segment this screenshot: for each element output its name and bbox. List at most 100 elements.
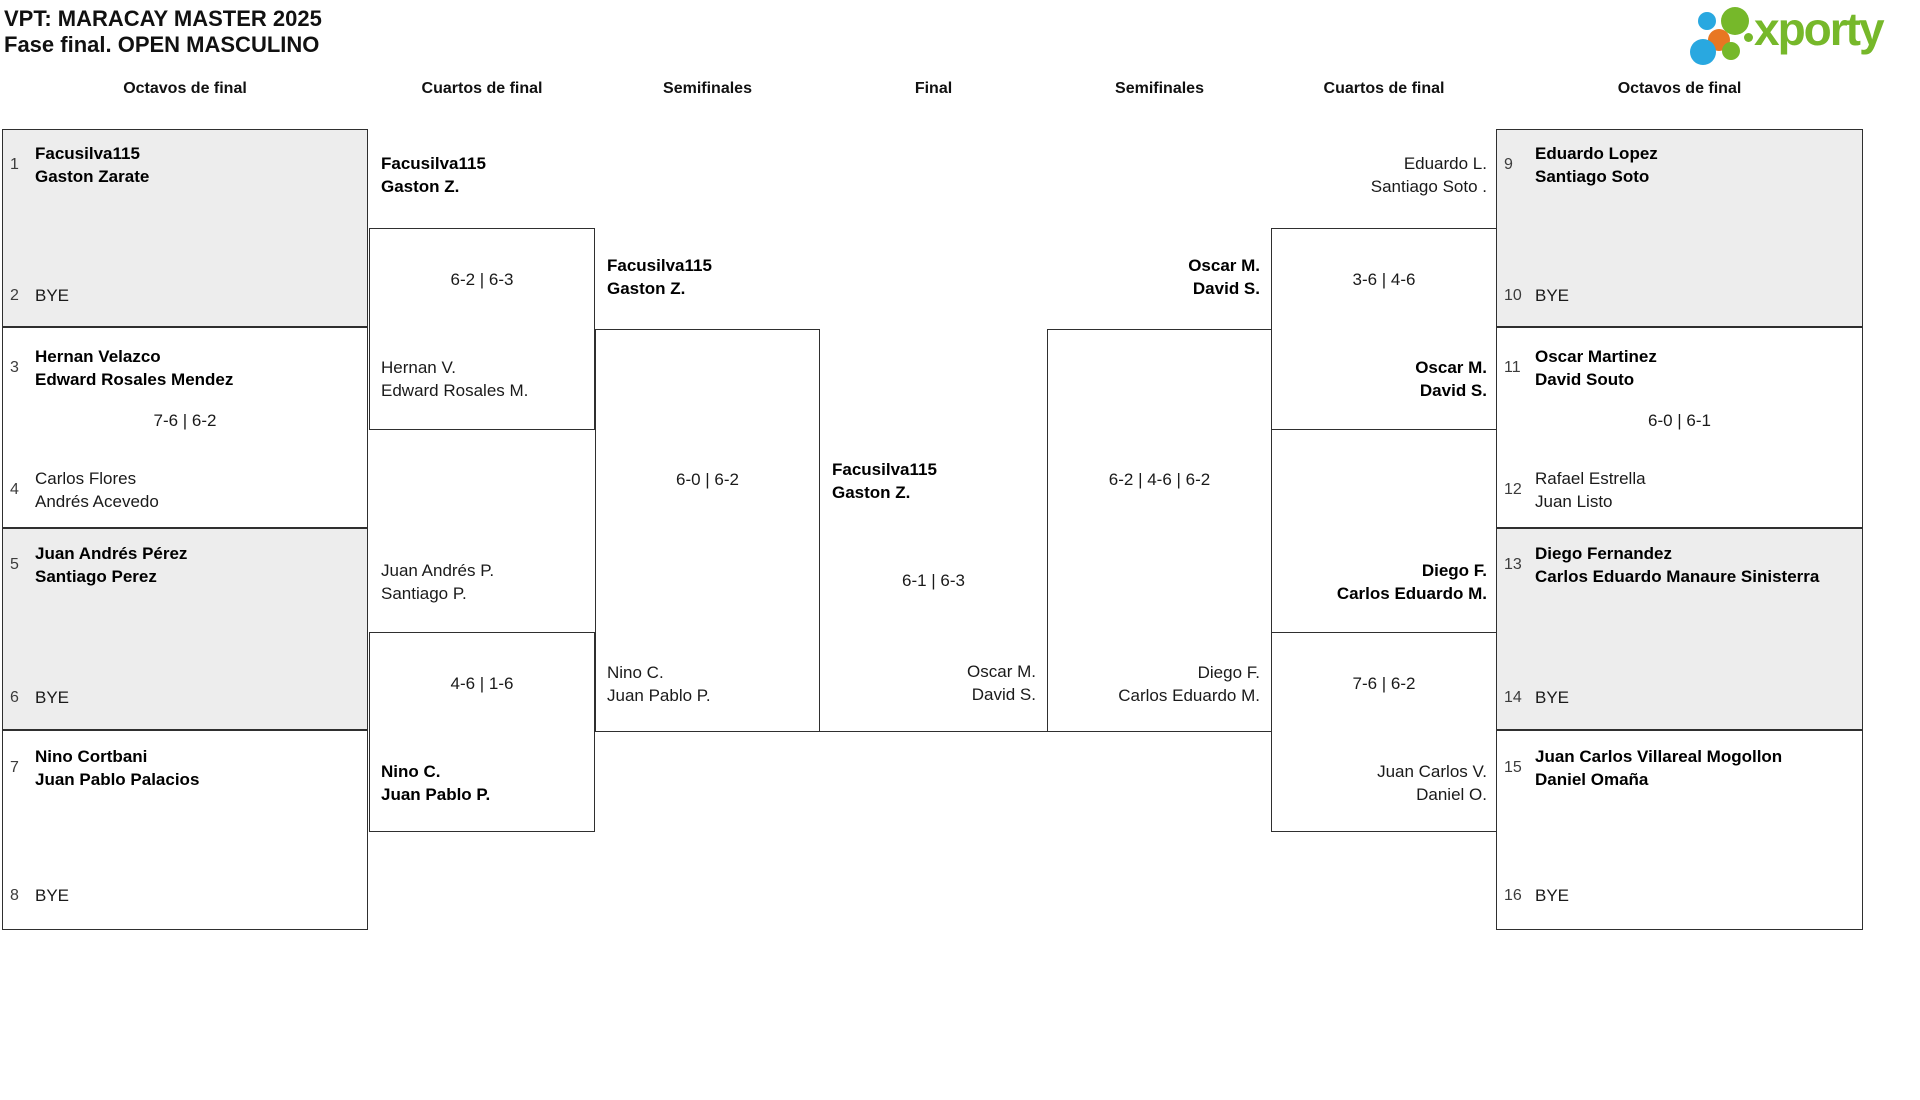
round-header-cuartos-left: Cuartos de final	[421, 80, 543, 97]
team-name: David Souto	[1535, 370, 1635, 389]
team-name: Facusilva115	[381, 154, 486, 173]
team-name: Oscar Martinez	[1535, 347, 1657, 366]
team-name: Hernan V.	[381, 358, 456, 377]
team-name: Gaston Z.	[607, 279, 686, 298]
seed-number: 7	[10, 759, 19, 776]
team-name: Juan Pablo P.	[381, 785, 491, 804]
seed-number: 11	[1504, 359, 1521, 376]
team-entry-seed-16: 16 BYE	[1504, 884, 1569, 907]
team-entry-seed-14: 14 BYE	[1504, 686, 1569, 709]
team-name: BYE	[35, 688, 70, 707]
match-score-qf-right-1: 3-6 | 4-6	[1352, 270, 1416, 289]
match-box-qf-left-2	[369, 632, 595, 832]
team-name: BYE	[1535, 286, 1570, 305]
team-name: Gaston Zarate	[35, 167, 150, 186]
seed-number: 1	[10, 156, 19, 173]
logo-dot-blue-small	[1698, 12, 1716, 30]
seed-number: 2	[10, 286, 19, 304]
match-box-r16-left-4	[2, 730, 368, 930]
seed-number: 16	[1504, 886, 1522, 904]
logo-dot-green-small	[1722, 42, 1740, 60]
round-header-semis-left: Semifinales	[663, 80, 752, 97]
seed-number: 9	[1504, 156, 1513, 173]
team-label-qf-right-2-top: Diego F. Carlos Eduardo M.	[1257, 559, 1487, 605]
team-name: Nino Cortbani	[35, 747, 148, 766]
team-name: Daniel Omaña	[1535, 770, 1649, 789]
round-header-octavos-right: Octavos de final	[1617, 80, 1742, 97]
team-name: Facusilva115	[607, 256, 712, 275]
team-name: Facusilva115	[35, 144, 140, 163]
team-name: Nino C.	[607, 663, 664, 682]
round-header-semis-right: Semifinales	[1115, 80, 1204, 97]
team-label-sf-left-top: Facusilva115 Gaston Z.	[607, 254, 712, 300]
team-name: Rafael Estrella	[1535, 469, 1646, 488]
match-box-sf-right	[1047, 329, 1272, 732]
team-label-sf-left-bottom: Nino C. Juan Pablo P.	[607, 661, 711, 707]
logo-dot-blue-large	[1690, 39, 1716, 65]
team-name: Edward Rosales Mendez	[35, 370, 234, 389]
team-label-qf-left-1-top: Facusilva115 Gaston Z.	[381, 152, 486, 198]
team-entry-seed-6: 6 BYE	[10, 686, 69, 709]
match-box-r16-left-2	[2, 327, 368, 528]
team-name: Carlos Eduardo M.	[1118, 686, 1260, 705]
logo-dot-green-tiny	[1744, 33, 1753, 42]
team-label-qf-right-2-bottom: Juan Carlos V. Daniel O.	[1257, 760, 1487, 806]
seed-number: 15	[1504, 759, 1522, 776]
team-name: Oscar M.	[1415, 358, 1487, 377]
team-label-sf-right-bottom: Diego F. Carlos Eduardo M.	[1040, 661, 1260, 707]
seed-number: 3	[10, 359, 19, 376]
seed-number: 6	[10, 688, 19, 706]
team-name: Santiago P.	[381, 584, 467, 603]
match-score-qf-left-2: 4-6 | 1-6	[450, 674, 514, 693]
seed-number: 14	[1504, 688, 1522, 706]
team-name: Facusilva115	[832, 460, 937, 479]
team-name: David S.	[1192, 279, 1260, 298]
team-name: Gaston Z.	[832, 483, 911, 502]
match-score-sf-right: 6-2 | 4-6 | 6-2	[1108, 470, 1211, 489]
team-name: Gaston Z.	[381, 177, 460, 196]
team-name: Juan Carlos Villareal Mogollon	[1535, 747, 1783, 766]
team-name: Eduardo Lopez	[1535, 144, 1658, 163]
team-name: Diego F.	[1421, 561, 1487, 580]
team-name: Hernan Velazco	[35, 347, 161, 366]
team-name: Santiago Perez	[35, 567, 157, 586]
final-baseline	[820, 731, 1047, 732]
match-score-qf-right-2: 7-6 | 6-2	[1352, 674, 1416, 693]
match-score-r16-left-2: 7-6 | 6-2	[153, 411, 217, 430]
team-name: Juan Andrés P.	[381, 561, 495, 580]
team-name: Juan Listo	[1535, 492, 1613, 511]
team-name: Santiago Soto	[1535, 167, 1650, 186]
round-header-final: Final	[914, 80, 953, 97]
seed-number: 8	[10, 886, 19, 904]
team-name: Juan Carlos V.	[1377, 762, 1487, 781]
team-name: Oscar M.	[967, 662, 1036, 681]
match-score-r16-right-2: 6-0 | 6-1	[1647, 411, 1711, 430]
team-name: Carlos Eduardo M.	[1336, 584, 1487, 603]
team-name: BYE	[35, 286, 70, 305]
team-label-qf-left-2-bottom: Nino C. Juan Pablo P.	[381, 760, 490, 806]
match-box-r16-right-2	[1496, 327, 1863, 528]
team-label-qf-right-1-bottom: Oscar M. David S.	[1257, 356, 1487, 402]
team-name: Santiago Soto .	[1370, 177, 1487, 196]
match-box-r16-left-3	[2, 528, 368, 730]
team-label-sf-right-top: Oscar M. David S.	[1040, 254, 1260, 300]
team-name: David S.	[971, 685, 1036, 704]
team-label-qf-left-1-bottom: Hernan V. Edward Rosales M.	[381, 356, 528, 402]
match-box-r16-right-1	[1496, 129, 1863, 327]
match-box-r16-right-4	[1496, 730, 1863, 930]
team-label-qf-left-2-top: Juan Andrés P. Santiago P.	[381, 559, 494, 605]
team-entry-seed-8: 8 BYE	[10, 884, 69, 907]
team-name: Carlos Flores	[35, 469, 137, 488]
team-name: Eduardo L.	[1403, 154, 1487, 173]
seed-number: 10	[1504, 286, 1522, 304]
seed-number: 5	[10, 556, 19, 573]
